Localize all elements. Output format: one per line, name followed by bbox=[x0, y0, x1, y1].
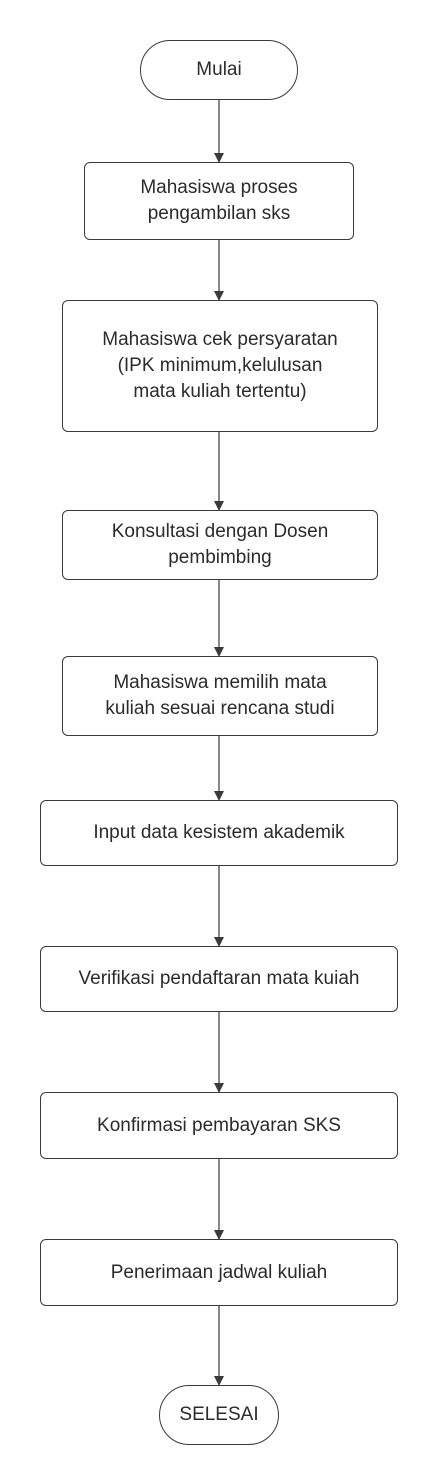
step-consult-advisor: Konsultasi dengan Dosen pembimbing bbox=[62, 510, 378, 580]
step-verify-registration: Verifikasi pendaftaran mata kuiah bbox=[40, 946, 398, 1012]
step-choose-courses: Mahasiswa memilih mata kuliah sesuai ren… bbox=[62, 656, 378, 736]
step-confirm-payment: Konfirmasi pembayaran SKS bbox=[40, 1092, 398, 1159]
start-terminal: Mulai bbox=[140, 40, 298, 100]
step-receive-schedule: Penerimaan jadwal kuliah bbox=[40, 1239, 398, 1306]
step-input-data: Input data kesistem akademik bbox=[40, 800, 398, 866]
step-process-sks: Mahasiswa proses pengambilan sks bbox=[84, 162, 354, 240]
step-check-requirements: Mahasiswa cek persyaratan (IPK minimum,k… bbox=[62, 300, 378, 432]
end-terminal: SELESAI bbox=[159, 1385, 279, 1445]
